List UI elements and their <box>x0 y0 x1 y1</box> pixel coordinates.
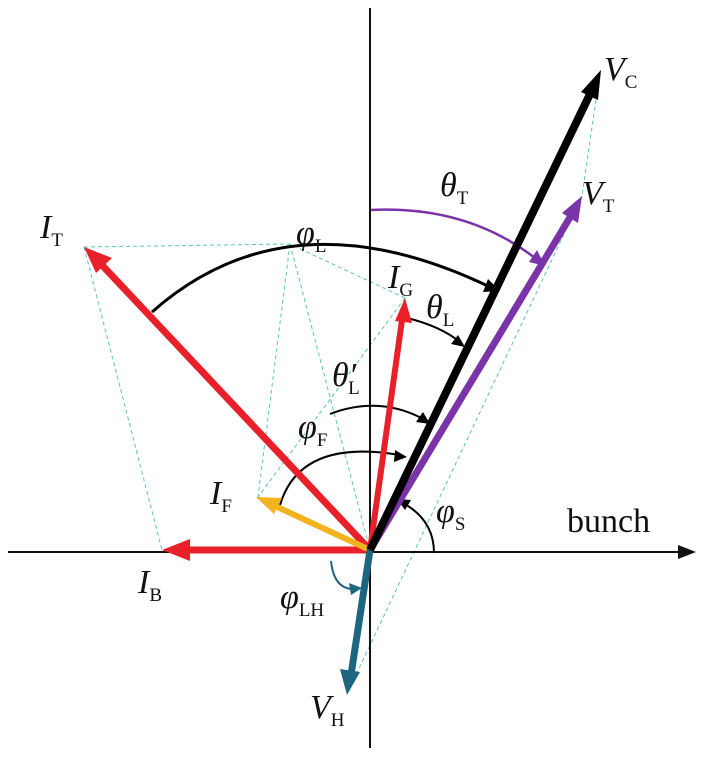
label-ig: IG <box>387 259 413 301</box>
label-phi-f: φF <box>298 409 327 451</box>
label-vh: VH <box>310 689 345 731</box>
phi-lh-arc-arrowhead <box>349 583 362 595</box>
label-ib: IB <box>137 564 162 606</box>
theta-t-arc <box>370 208 541 263</box>
label-vt: VT <box>582 175 615 217</box>
label-it: IT <box>39 209 63 251</box>
construction-line <box>83 243 406 551</box>
phi-f-arc <box>279 450 401 506</box>
label-vc: VC <box>604 51 637 93</box>
theta-l-arc-arrowhead <box>451 335 465 347</box>
label-phi-l: φL <box>296 215 326 257</box>
vector-vt <box>367 196 582 552</box>
vector-if <box>256 497 372 553</box>
label-theta-l: θL <box>426 289 454 331</box>
label-if: IF <box>209 475 232 517</box>
bunch-axis-label: bunch <box>567 503 650 540</box>
construction-line <box>289 243 371 551</box>
phi-s-arc <box>402 502 435 554</box>
label-phi-lh: φLH <box>280 579 324 621</box>
construction-line <box>83 246 163 551</box>
phi-f-arc-arrowhead <box>394 450 407 462</box>
phi-l-arc <box>151 242 493 314</box>
vector-vh <box>340 549 374 695</box>
label-phi-s: φS <box>436 493 465 535</box>
construction-line <box>257 297 406 498</box>
vector-ib <box>162 539 370 561</box>
label-theta-l-prime: θ′L <box>332 357 360 399</box>
vector-ig <box>367 298 412 551</box>
label-theta-t: θT <box>440 167 469 209</box>
vector-it <box>84 247 373 553</box>
vector-vc <box>366 70 601 552</box>
horizontal-axis-arrowhead <box>678 545 696 559</box>
theta-l-prime-arc <box>329 404 426 421</box>
construction-line <box>346 195 583 695</box>
theta-l-prime-arc-arrowhead <box>416 412 430 424</box>
